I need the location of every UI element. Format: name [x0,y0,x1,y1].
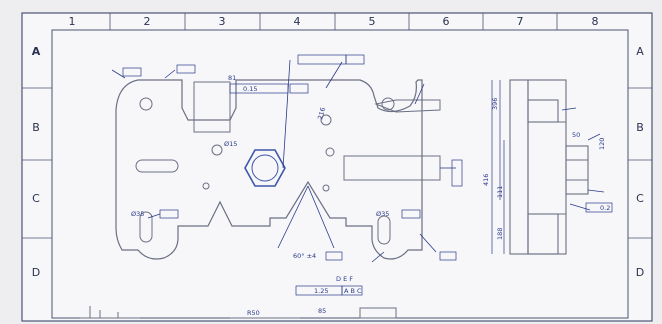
label-dim-396: 396 [491,98,499,110]
inner-border [51,29,629,319]
label-dia-35-left: Ø35 [131,210,144,218]
label-dim-50: 50 [572,131,580,139]
column-label-2: 2 [144,15,151,28]
row-dividers [22,87,652,239]
row-label-right-c: C [636,192,644,205]
main-plate-outline [115,79,423,260]
column-label-3: 3 [219,15,226,28]
row-label-right-d: D [636,266,644,279]
row-label-left-a: A [32,45,41,58]
label-dim-85: 85 [318,307,326,315]
label-r50: R50 [247,309,260,317]
row-label-right-b: B [636,121,644,134]
row-label-right-a: A [636,45,644,58]
hex-boss [244,149,286,187]
leader-lines [111,59,456,263]
label-dim-111: 111 [496,186,504,198]
bottom-detail-labels: R50 85 [247,307,326,317]
label-tol-0-15: 0.15 [243,85,257,93]
top-pocket [193,81,231,133]
label-dia-35-right: Ø35 [376,210,389,218]
holes [139,97,395,245]
label-hole-15: Ø15 [224,140,237,148]
row-label-left-b: B [32,121,40,134]
label-dim-216: 216 [316,106,327,120]
column-zone-labels: 1 2 3 4 5 6 7 8 [69,15,599,28]
label-angle-60: 60° ±4 [293,252,316,260]
label-tol-0-2: 0.2 [600,204,610,212]
label-datums-def: D E F [336,275,353,283]
column-label-8: 8 [592,15,599,28]
label-dim-81: 81 [228,74,236,82]
row-label-left-c: C [32,192,40,205]
column-label-6: 6 [443,15,450,28]
label-tol-1-25: 1.25 [314,287,328,295]
hex-inner-circle [251,154,279,182]
left-slot [135,159,179,173]
bottom-detail [80,306,397,319]
row-zone-labels-right: A B C D [636,45,644,279]
side-view-labels: 416 396 111 188 50 120 0.2 [482,98,613,240]
label-dim-188: 188 [496,228,504,240]
column-dividers [109,13,558,30]
label-dim-416: 416 [482,174,490,186]
label-dim-120: 120 [598,138,606,150]
column-label-1: 1 [69,15,76,28]
column-label-5: 5 [369,15,376,28]
column-label-4: 4 [294,15,301,28]
label-datums-abc: A B C [344,287,362,295]
dimension-labels: 81 0.15 Ø15 Ø35 Ø35 60° ±4 D E F 1.25 A … [122,54,463,296]
row-zone-labels-left: A B C D [32,45,41,279]
column-label-7: 7 [517,15,524,28]
side-view [509,79,589,255]
side-view-dimensions [491,80,605,254]
row-label-left-d: D [32,266,40,279]
